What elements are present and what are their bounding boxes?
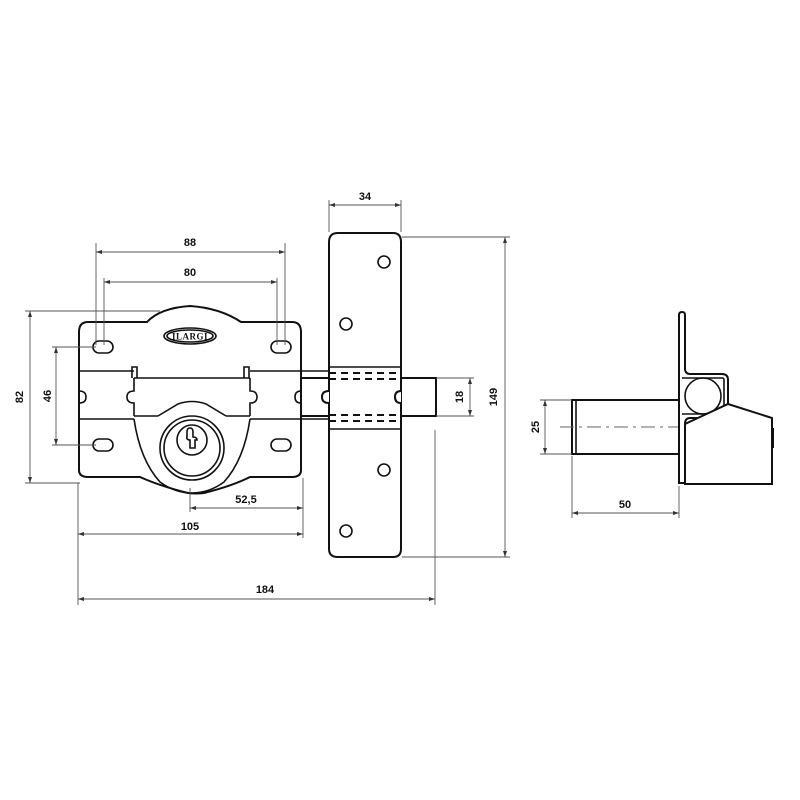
- svg-text:105: 105: [181, 521, 199, 533]
- brand-logo: ILARGI: [163, 327, 217, 345]
- svg-text:25: 25: [530, 421, 542, 433]
- brand-logo-text: ILARGI: [172, 332, 208, 342]
- key-cylinder: [159, 415, 225, 481]
- svg-text:18: 18: [454, 391, 466, 403]
- side-view: [560, 310, 774, 485]
- svg-text:88: 88: [184, 237, 196, 249]
- screw-hole-2: [339, 317, 353, 331]
- svg-text:34: 34: [359, 191, 372, 203]
- svg-text:184: 184: [256, 584, 275, 596]
- svg-text:80: 80: [184, 267, 196, 279]
- dimension-18: 18: [436, 377, 474, 417]
- housing-cap: [771, 428, 774, 448]
- svg-text:149: 149: [488, 388, 500, 406]
- dimension-88: 88: [95, 237, 286, 345]
- svg-text:52,5: 52,5: [235, 494, 256, 506]
- dimension-82: 82: [14, 310, 160, 484]
- strike-plate: [320, 232, 402, 558]
- screw-hole-4: [339, 524, 353, 538]
- screw-hole-3: [377, 463, 391, 477]
- lock-body: [78, 304, 330, 495]
- slot-top-right: [270, 340, 292, 354]
- dimension-105: 105: [77, 483, 303, 605]
- screw-hole-1: [377, 255, 391, 269]
- svg-text:50: 50: [619, 499, 631, 511]
- svg-text:46: 46: [42, 390, 54, 402]
- dimension-184: 184: [78, 430, 436, 605]
- slot-bottom-right: [270, 438, 292, 452]
- dimension-50: 50: [571, 456, 680, 518]
- keyhole-icon: [186, 427, 198, 449]
- dimension-52-5: 52,5: [189, 478, 304, 538]
- dimension-25: 25: [530, 399, 572, 455]
- dimension-34: 34: [328, 191, 402, 232]
- dimension-80: 80: [103, 267, 278, 345]
- dimension-149: 149: [402, 236, 510, 558]
- dimension-46: 46: [42, 346, 96, 446]
- svg-text:82: 82: [14, 391, 26, 403]
